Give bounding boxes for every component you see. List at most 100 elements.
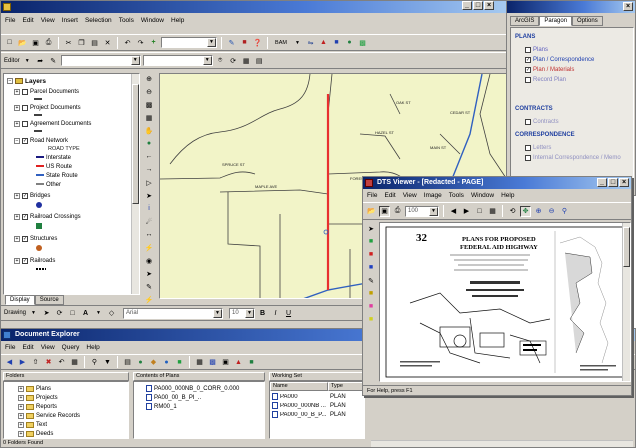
tab-options[interactable]: Options	[572, 16, 603, 26]
annot-red-icon[interactable]: ■	[368, 251, 374, 258]
explorer-menu-view[interactable]: View	[40, 344, 55, 351]
viewer-scrollbar[interactable]	[622, 223, 630, 381]
close-icon[interactable]: ×	[484, 1, 494, 10]
cut-icon[interactable]: ✂	[65, 39, 72, 47]
working-row[interactable]: PA000_000NB ...PLAN	[272, 401, 346, 410]
explorer-menu-help[interactable]: Help	[86, 344, 100, 351]
select-element-icon[interactable]: ➤	[43, 310, 50, 317]
rotate-element-icon[interactable]: ⟳	[56, 310, 63, 317]
menu-view[interactable]: View	[40, 17, 55, 24]
toc-layer[interactable]: + ✓ Railroad Crossings	[14, 212, 81, 222]
folder-item[interactable]: +Deeds	[18, 429, 53, 438]
full-extent-icon[interactable]: ●	[146, 140, 152, 147]
plan-checkbox[interactable]: ✓	[525, 66, 531, 73]
tab-paragon[interactable]: Paragon	[539, 16, 573, 26]
toc-root[interactable]: − Layers	[7, 76, 46, 86]
annot-highlight-icon[interactable]: ■	[368, 316, 374, 323]
plan-sheet[interactable]: 32 PLANS FOR PROPOSED FEDERAL AID HIGHWA…	[380, 223, 631, 382]
close-icon[interactable]: ×	[619, 178, 629, 187]
expand-icon[interactable]: +	[18, 403, 24, 410]
first-page-icon[interactable]: ◀	[450, 208, 457, 215]
viewer-menu-file[interactable]: File	[367, 192, 378, 199]
expand-icon[interactable]: +	[14, 258, 20, 264]
tool-red-icon[interactable]: ▲	[320, 39, 327, 46]
identify-icon[interactable]: i	[148, 205, 150, 212]
attributes-icon[interactable]: ▦	[242, 57, 250, 65]
collapse-icon[interactable]: −	[7, 78, 13, 84]
expand-icon[interactable]: +	[14, 89, 20, 95]
rectangle-icon[interactable]: □	[70, 309, 75, 317]
layer-checkbox[interactable]	[22, 105, 28, 111]
toc-scrollbar[interactable]	[131, 74, 139, 294]
plan-checkbox[interactable]	[525, 46, 531, 53]
road-map[interactable]: SPRUCE ST MAPLE AVE FOREST AVE HAZEL ST …	[160, 74, 509, 299]
folders-header[interactable]: Folders	[3, 372, 129, 381]
rotate-left-icon[interactable]: ⟲	[509, 208, 516, 215]
collapse-icon[interactable]: −	[14, 138, 20, 144]
tool-g-icon[interactable]: ▩	[209, 359, 216, 366]
contents-header[interactable]: Contents of Plans	[133, 372, 265, 381]
document-item[interactable]: PA000_000NB_0_CORR_0.000	[146, 384, 239, 393]
menu-tools[interactable]: Tools	[118, 17, 134, 24]
chevron-down-icon[interactable]: ▼	[207, 38, 216, 47]
zoom-out-icon[interactable]: ⊖	[146, 88, 152, 96]
print-icon[interactable]: ⎙	[45, 38, 52, 46]
zoom-out-icon[interactable]: ⊖	[548, 208, 555, 215]
binoculars-icon[interactable]: ◉	[145, 257, 153, 265]
map-scale-combo[interactable]: ▼	[161, 37, 217, 48]
paste-icon[interactable]: ▤	[91, 39, 98, 47]
working-set-header[interactable]: Working Set	[269, 372, 365, 381]
annot-pink-icon[interactable]: ■	[368, 303, 374, 310]
paragon-titlebar[interactable]: ×	[507, 1, 635, 13]
tab-source[interactable]: Source	[34, 295, 64, 305]
zoom-in-icon[interactable]: ⊕	[535, 208, 542, 215]
toc-scroll-thumb[interactable]	[132, 84, 139, 204]
fixed-zoom-icon[interactable]: ▩	[145, 101, 153, 109]
chevron-down-icon[interactable]: ▼	[202, 56, 212, 65]
plan-option[interactable]: Plans	[525, 45, 548, 54]
expand-icon[interactable]: +	[18, 421, 24, 428]
folder-item[interactable]: +Projects	[18, 393, 58, 402]
toc-layer[interactable]: + Agreement Documents	[14, 119, 91, 129]
toc-layer[interactable]: + Project Documents	[14, 103, 81, 113]
pencil-icon[interactable]: ✎	[146, 283, 152, 291]
arctoolbox-icon[interactable]: ■	[242, 39, 247, 46]
italic-button[interactable]: I	[274, 309, 277, 317]
font-name-combo[interactable]: Arial▼	[123, 307, 224, 319]
fixed-zoom-out-icon[interactable]: ▦	[145, 114, 153, 122]
menu-help[interactable]: Help	[171, 17, 185, 24]
expand-icon[interactable]: +	[14, 214, 20, 220]
bold-button[interactable]: B	[259, 309, 266, 317]
zoom-window-icon[interactable]: ⚲	[561, 208, 568, 215]
font-size-combo[interactable]: 10▼	[229, 307, 256, 319]
copy-icon[interactable]: ❐	[78, 39, 85, 47]
find-icon[interactable]: ☄	[145, 218, 153, 226]
views-icon[interactable]: ▦	[71, 359, 78, 366]
edit-vertices-icon[interactable]: ◇	[108, 310, 115, 317]
viewer-print-icon[interactable]: ⎙	[394, 207, 401, 214]
viewer-menu-edit[interactable]: Edit	[384, 192, 396, 199]
annot-note-icon[interactable]: ■	[368, 290, 374, 297]
explorer-hscroll[interactable]	[371, 440, 633, 447]
correspondence-option[interactable]: Internal Correspondence / Memo	[525, 153, 621, 162]
add-data-icon[interactable]: +	[151, 39, 156, 46]
toc-layer[interactable]: − ✓ Road Network	[14, 136, 68, 146]
forward-extent-icon[interactable]: →	[145, 166, 153, 173]
tool-a-icon[interactable]: ▤	[124, 359, 131, 366]
correspondence-checkbox[interactable]	[525, 144, 531, 151]
correspondence-option[interactable]: Letters	[525, 143, 551, 152]
new-icon[interactable]: □	[7, 39, 12, 46]
expand-icon[interactable]: +	[18, 385, 24, 392]
up-folder-icon[interactable]: ⇧	[32, 359, 39, 366]
expand-icon[interactable]: +	[14, 105, 20, 111]
column-name[interactable]: Name	[270, 382, 328, 391]
plan-option[interactable]: ✓ Plan / Correspondence	[525, 55, 594, 64]
folder-item[interactable]: +Text	[18, 420, 47, 429]
document-item[interactable]: RM00_1	[146, 402, 177, 411]
undo-icon[interactable]: ↶	[58, 359, 65, 366]
explorer-menu-file[interactable]: File	[5, 344, 16, 351]
next-page-icon[interactable]: ▶	[463, 208, 470, 215]
whats-this-icon[interactable]: ❓	[253, 39, 262, 47]
filter-icon[interactable]: ▼	[104, 358, 111, 366]
